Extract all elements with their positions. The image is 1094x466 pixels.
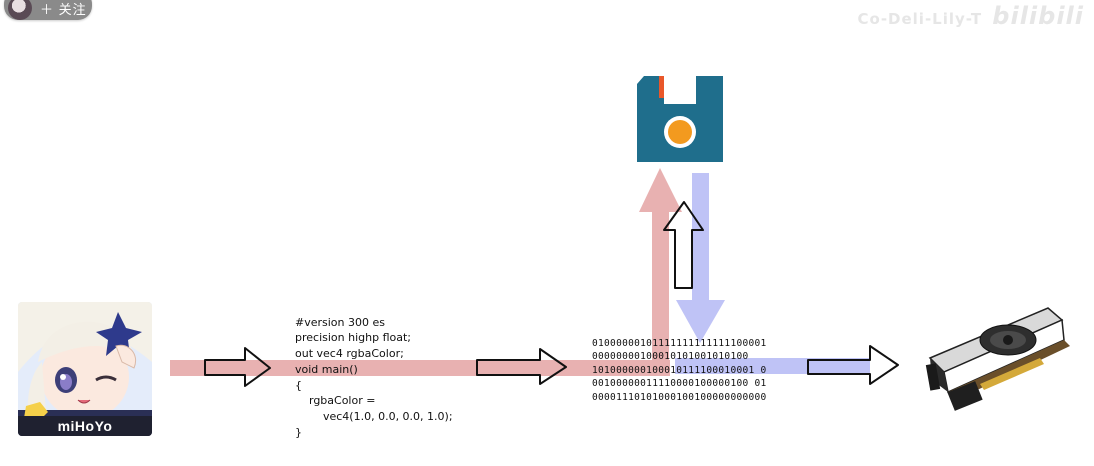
arrow-binary-to-gpu [807, 345, 899, 385]
binary-line: 00000000100010101001010100 [592, 351, 749, 363]
upload-band-arrowhead [639, 168, 682, 212]
code-line: precision highp float; [295, 331, 411, 345]
watermark-text: Co-Deli-Lily-T [857, 10, 983, 28]
binary-line: 01000000101111111111111100001 [592, 338, 767, 349]
character-avatar: miHoYo [18, 302, 152, 436]
uploader-avatar-icon [8, 0, 32, 20]
upload-band [652, 210, 669, 372]
code-line: void main() [295, 362, 358, 376]
code-to-binary-band [170, 360, 670, 376]
code-line: #version 300 es [295, 315, 385, 329]
compiled-binary-block: 01000000101111111111111100001 0000000010… [592, 337, 767, 404]
code-line: out vec4 rgbaColor; [295, 347, 404, 361]
binary-line: 00100000011110000100000100 01 [592, 378, 767, 390]
follow-button[interactable]: ＋ 关注 [4, 0, 92, 20]
download-band-arrowhead [676, 300, 725, 343]
graphics-card-icon [925, 307, 1070, 411]
arrow-up-to-storage [663, 201, 704, 289]
character-portrait-image [18, 302, 152, 436]
code-line: rgbaColor = [295, 394, 376, 408]
code-line: { [295, 378, 302, 392]
video-watermark: Co-Deli-Lily-T bilibili [858, 2, 1085, 30]
binary-line: 101000000100010111100010001 0 [592, 364, 767, 376]
binary-to-gpu-band [675, 358, 870, 374]
download-band [692, 173, 709, 313]
code-line: vec4(1.0, 0.0, 0.0, 1.0); [295, 409, 453, 423]
shader-code-block: #version 300 es precision highp float; out… [295, 299, 453, 456]
mihoyo-logo: miHoYo [18, 416, 152, 436]
code-line: } [295, 425, 302, 439]
arrow-avatar-to-code [204, 347, 271, 387]
floppy-disk-save-icon [637, 76, 723, 162]
arrow-code-to-binary [476, 348, 567, 385]
bilibili-logo: bilibili [992, 2, 1084, 30]
follow-button-label: ＋ 关注 [40, 1, 87, 17]
binary-line: 00001110101000100100000000000 [592, 391, 767, 403]
